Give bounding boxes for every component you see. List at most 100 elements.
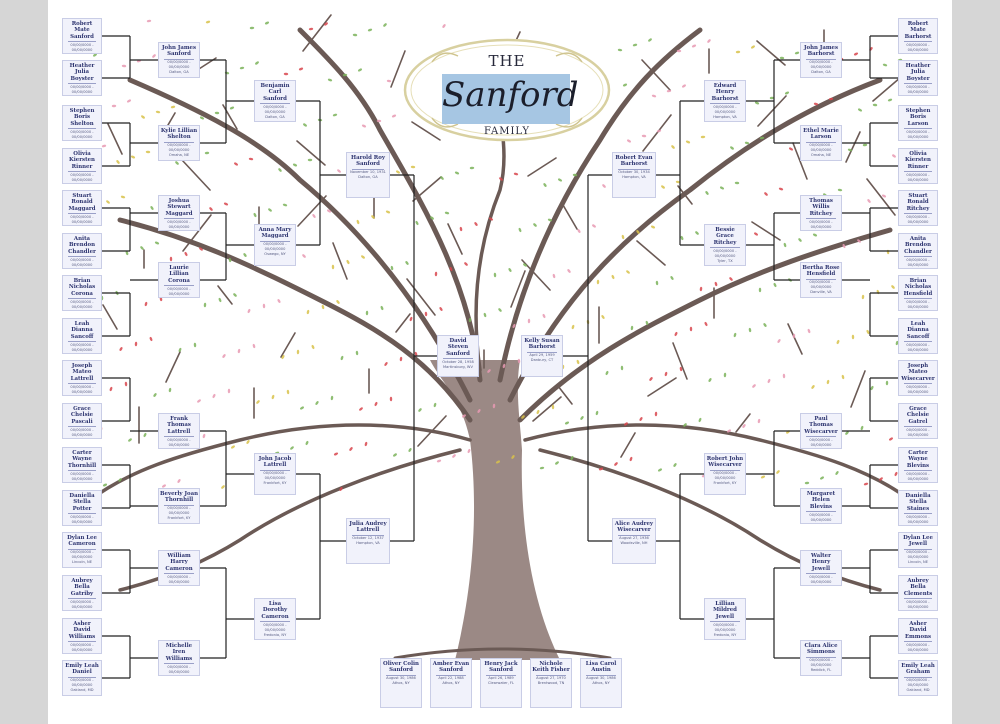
leaf [895,340,899,346]
leaf [649,377,653,381]
leaf [396,170,400,174]
tree-twig [787,323,803,355]
tree-twig [332,242,348,280]
card-divider [710,103,740,104]
leaf [358,68,362,72]
leaf [664,371,668,377]
person-name: Leah Dianna Sancoff [906,321,930,340]
leaf [199,116,205,120]
leaf [676,49,682,53]
leaf [626,270,630,274]
person-name: Kelly Susan Barhorst [524,338,560,351]
leaf [246,440,250,444]
tree-twig [297,195,327,227]
leaf [371,215,375,219]
leaf [754,101,760,105]
leaf [120,195,126,199]
leaf [729,277,733,281]
tree-twig [302,14,332,52]
leaf [282,203,288,207]
leaf [601,315,605,319]
person-place: Goodyear, AZ [899,353,937,354]
person-dates: 00/00/0000 - 00/00/0000 [70,427,94,437]
leaf [671,145,675,149]
person-dates: 00/00/0000 - 00/00/0000 [906,129,930,139]
leaf [683,423,687,427]
leaf [248,157,254,161]
card-divider [904,548,932,550]
leaf [255,61,259,65]
card-divider [164,141,194,143]
leaf [760,475,766,479]
person-place: Athos, NY [442,681,460,686]
